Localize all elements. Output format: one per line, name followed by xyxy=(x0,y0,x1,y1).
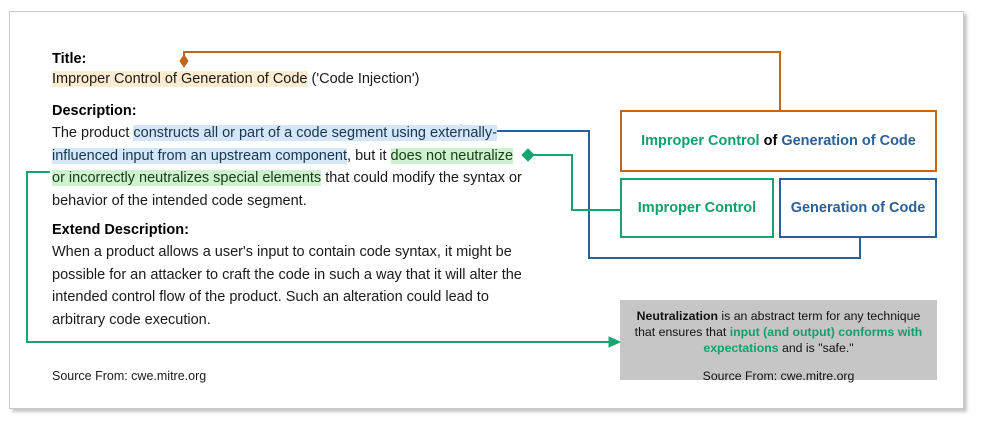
cwe-title-highlight: Improper Control of Generation of Code xyxy=(52,71,308,87)
neutralization-note: Neutralization is an abstract term for a… xyxy=(620,300,937,383)
description-segment-plain-2: , but it xyxy=(347,147,391,164)
description-text: The product constructs all or part of a … xyxy=(52,122,524,212)
node-generation-of-code: Generation of Code xyxy=(779,178,937,238)
cwe-title-alias: ('Code Injection') xyxy=(307,71,420,87)
description-segment-plain-3: that could modify the syntax or behavior… xyxy=(52,170,522,209)
cwe-title-line: Improper Control of Generation of Code (… xyxy=(52,71,419,87)
node-generation-of-code-label: Generation of Code xyxy=(790,200,926,216)
neutralization-term: Neutralization xyxy=(636,309,718,323)
node-improper-control-of-generation-of-code: Improper Control of Generation of Code xyxy=(620,110,937,172)
source-attribution-note: Source From: cwe.mitre.org xyxy=(702,369,855,383)
node-top-part-black: of xyxy=(759,133,782,149)
description-segment-plain-1: The product xyxy=(52,125,134,141)
node-improper-control: Improper Control xyxy=(620,178,774,238)
extend-description-section-label: Extend Description: xyxy=(52,222,189,238)
title-section-label: Title: xyxy=(52,51,87,67)
node-top-text: Improper Control of Generation of Code xyxy=(641,133,916,149)
node-top-part-blue: Generation of Code xyxy=(781,133,916,149)
node-improper-control-label: Improper Control xyxy=(637,200,757,216)
description-section-label: Description: xyxy=(52,103,137,119)
neutralization-text-after: and is "safe." xyxy=(778,341,854,355)
neutralization-green-text: input (and output) conforms with expecta… xyxy=(703,325,923,355)
node-top-part-green: Improper Control xyxy=(641,133,760,149)
neutralization-text-before: is an abstract term for any technique th… xyxy=(634,309,921,339)
extend-description-text: When a product allows a user's input to … xyxy=(52,244,522,328)
source-attribution-left: Source From: cwe.mitre.org xyxy=(52,369,207,383)
neutralization-note-body: Neutralization is an abstract term for a… xyxy=(634,308,923,356)
